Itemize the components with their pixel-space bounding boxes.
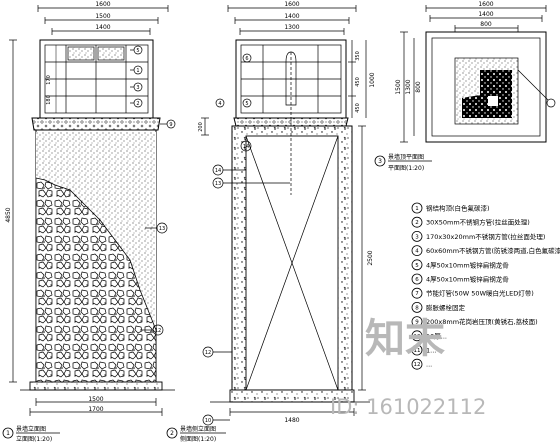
callout-2: 2 bbox=[136, 101, 139, 107]
legend-text-3: 170x30x20mm不锈钢方管(拉丝面处理) bbox=[426, 232, 545, 241]
side-callout-10: 10 bbox=[205, 418, 211, 424]
plan-dim-1500: 1500 bbox=[395, 79, 402, 94]
side-dim-1000: 1000 bbox=[369, 72, 376, 87]
legend-text-4: 60x60mm不锈钢方管(防锈漆两道,白色氟碳漆) bbox=[426, 246, 560, 255]
side-callout-6: 6 bbox=[245, 56, 248, 62]
legend-marker-6 bbox=[411, 273, 423, 285]
legend-marker-9 bbox=[411, 316, 423, 328]
legend-marker-8 bbox=[411, 301, 423, 313]
dim-1600: 1600 bbox=[95, 1, 110, 8]
legend-number-12: 12 bbox=[414, 362, 421, 368]
legend-marker-7 bbox=[411, 287, 423, 299]
legend-number-11: 11 bbox=[414, 348, 421, 354]
front-elevation bbox=[9, 5, 176, 416]
top-plan-text: 1600 1400 800 1500 1300 800 bbox=[395, 1, 494, 95]
legend-marker-2 bbox=[411, 216, 423, 228]
watermark: 知末 ID: 161022112 bbox=[330, 316, 486, 419]
legend-number-1: 1 bbox=[415, 206, 419, 212]
front-view-title: 景墙立面图 bbox=[16, 425, 46, 433]
legend-marker-5 bbox=[411, 259, 423, 271]
side-elevation-text: 1600 1400 1300 350 450 450 1000 2500 200… bbox=[198, 1, 376, 424]
watermark-brand: 知末 bbox=[365, 316, 445, 362]
side-dim-1600: 1600 bbox=[284, 1, 299, 8]
legend-number-6: 6 bbox=[415, 277, 419, 283]
callout-1: 1 bbox=[136, 68, 139, 74]
front-view-label: 1 景墙立面图 立面图(1:20) bbox=[2, 425, 60, 443]
legend-number-4: 4 bbox=[415, 249, 419, 255]
side-view-number: 2 bbox=[170, 430, 174, 437]
legend-marker-12 bbox=[411, 358, 423, 370]
front-elevation-text: 1600 1500 1400 4850 170 180 1500 1700 5 … bbox=[5, 1, 173, 413]
plan-dim-1400: 1400 bbox=[478, 11, 493, 18]
side-dim-450a: 450 bbox=[355, 77, 361, 87]
side-callout-14b: 14 bbox=[215, 168, 221, 174]
side-callout-13: 13 bbox=[215, 181, 221, 187]
legend-marker-10 bbox=[411, 330, 423, 342]
callout-5: 5 bbox=[136, 48, 139, 54]
dim-1700: 1700 bbox=[88, 406, 103, 413]
side-dim-1400: 1400 bbox=[284, 13, 299, 20]
side-dim-2500: 2500 bbox=[367, 250, 374, 265]
dim-1400: 1400 bbox=[95, 24, 110, 31]
legend-number-5: 5 bbox=[415, 263, 419, 269]
side-callout-4: 4 bbox=[218, 101, 221, 107]
legend-text-5: 4厚50x10mm镀锌扁钢龙骨 bbox=[426, 260, 509, 269]
side-callout-12: 12 bbox=[205, 350, 211, 356]
legend-text-9: 200x8mm花岗岩压顶(黄锈石,荔枝面) bbox=[426, 317, 538, 326]
dim-170a: 170 bbox=[46, 75, 52, 85]
side-view-label: 2 景墙侧立面图 侧面图(1:20) bbox=[166, 425, 226, 443]
side-elevation bbox=[201, 5, 370, 426]
callout-3: 3 bbox=[136, 85, 139, 91]
callout-12: 12 bbox=[155, 328, 161, 334]
legend-marker-4 bbox=[411, 245, 423, 257]
legend-text-8: 膨胀螺栓固定 bbox=[426, 303, 466, 312]
plan-dim-1300: 1300 bbox=[405, 79, 412, 94]
top-view-scale: 平面图(1:20) bbox=[388, 165, 424, 172]
dim-4850: 4850 bbox=[5, 207, 12, 222]
legend-marker-11 bbox=[411, 344, 423, 356]
plan-dim-1600: 1600 bbox=[478, 1, 493, 8]
side-view-title: 景墙侧立面图 bbox=[180, 425, 216, 433]
callout-9: 9 bbox=[169, 122, 172, 128]
callout-13: 13 bbox=[159, 226, 165, 232]
front-view-scale: 立面图(1:20) bbox=[16, 435, 52, 443]
legend-marker-1 bbox=[411, 202, 423, 214]
legend-number-10: 10 bbox=[414, 334, 421, 340]
legend-text-1: 钢结构顶(白色氟碳漆) bbox=[426, 204, 490, 213]
top-view-title: 景墙顶平面图 bbox=[388, 153, 424, 161]
legend-text-6: 4厚50x10mm镀锌扁钢龙骨 bbox=[426, 275, 509, 284]
legend-number-9: 9 bbox=[415, 320, 419, 326]
legend-text-11: 1... bbox=[426, 347, 436, 355]
dim-180: 180 bbox=[46, 95, 52, 105]
legend-number-2: 2 bbox=[415, 220, 419, 226]
material-legend: 1 钢结构顶(白色氟碳漆) 2 30X50mm不锈钢方管(拉丝面处理) 3 170x30x… bbox=[411, 202, 560, 370]
legend-number-3: 3 bbox=[415, 234, 419, 240]
dim-1500-bottom: 1500 bbox=[88, 396, 103, 403]
front-view-number: 1 bbox=[6, 430, 10, 437]
top-view-label: 3 景墙顶平面图 平面图(1:20) bbox=[374, 153, 432, 172]
side-dim-1480: 1480 bbox=[284, 417, 299, 424]
legend-text-2: 30X50mm不锈钢方管(拉丝面处理) bbox=[426, 218, 530, 227]
side-dim-1300: 1300 bbox=[284, 24, 299, 31]
legend-text-12: ... bbox=[426, 361, 432, 369]
top-view-number: 3 bbox=[378, 158, 382, 165]
side-callout-14: 14 bbox=[243, 144, 249, 150]
watermark-id: ID: 161022112 bbox=[330, 395, 486, 419]
side-dim-200: 200 bbox=[198, 122, 204, 132]
legend-number-7: 7 bbox=[415, 291, 419, 297]
side-dim-350: 350 bbox=[355, 51, 361, 61]
plan-dim-800: 800 bbox=[480, 21, 492, 28]
legend-marker-3 bbox=[411, 230, 423, 242]
plan-dim-800: 800 bbox=[415, 81, 422, 93]
dim-1500: 1500 bbox=[95, 13, 110, 20]
side-dim-450b: 450 bbox=[355, 103, 361, 113]
legend-number-8: 8 bbox=[415, 305, 419, 311]
top-plan bbox=[400, 5, 556, 143]
legend-text-7: 节能灯管(50W 50W暖白光LED灯带) bbox=[426, 289, 534, 298]
side-view-scale: 侧面图(1:20) bbox=[180, 435, 216, 443]
legend-text-10: 10厚... bbox=[426, 332, 447, 340]
side-callout-5: 5 bbox=[245, 101, 248, 107]
